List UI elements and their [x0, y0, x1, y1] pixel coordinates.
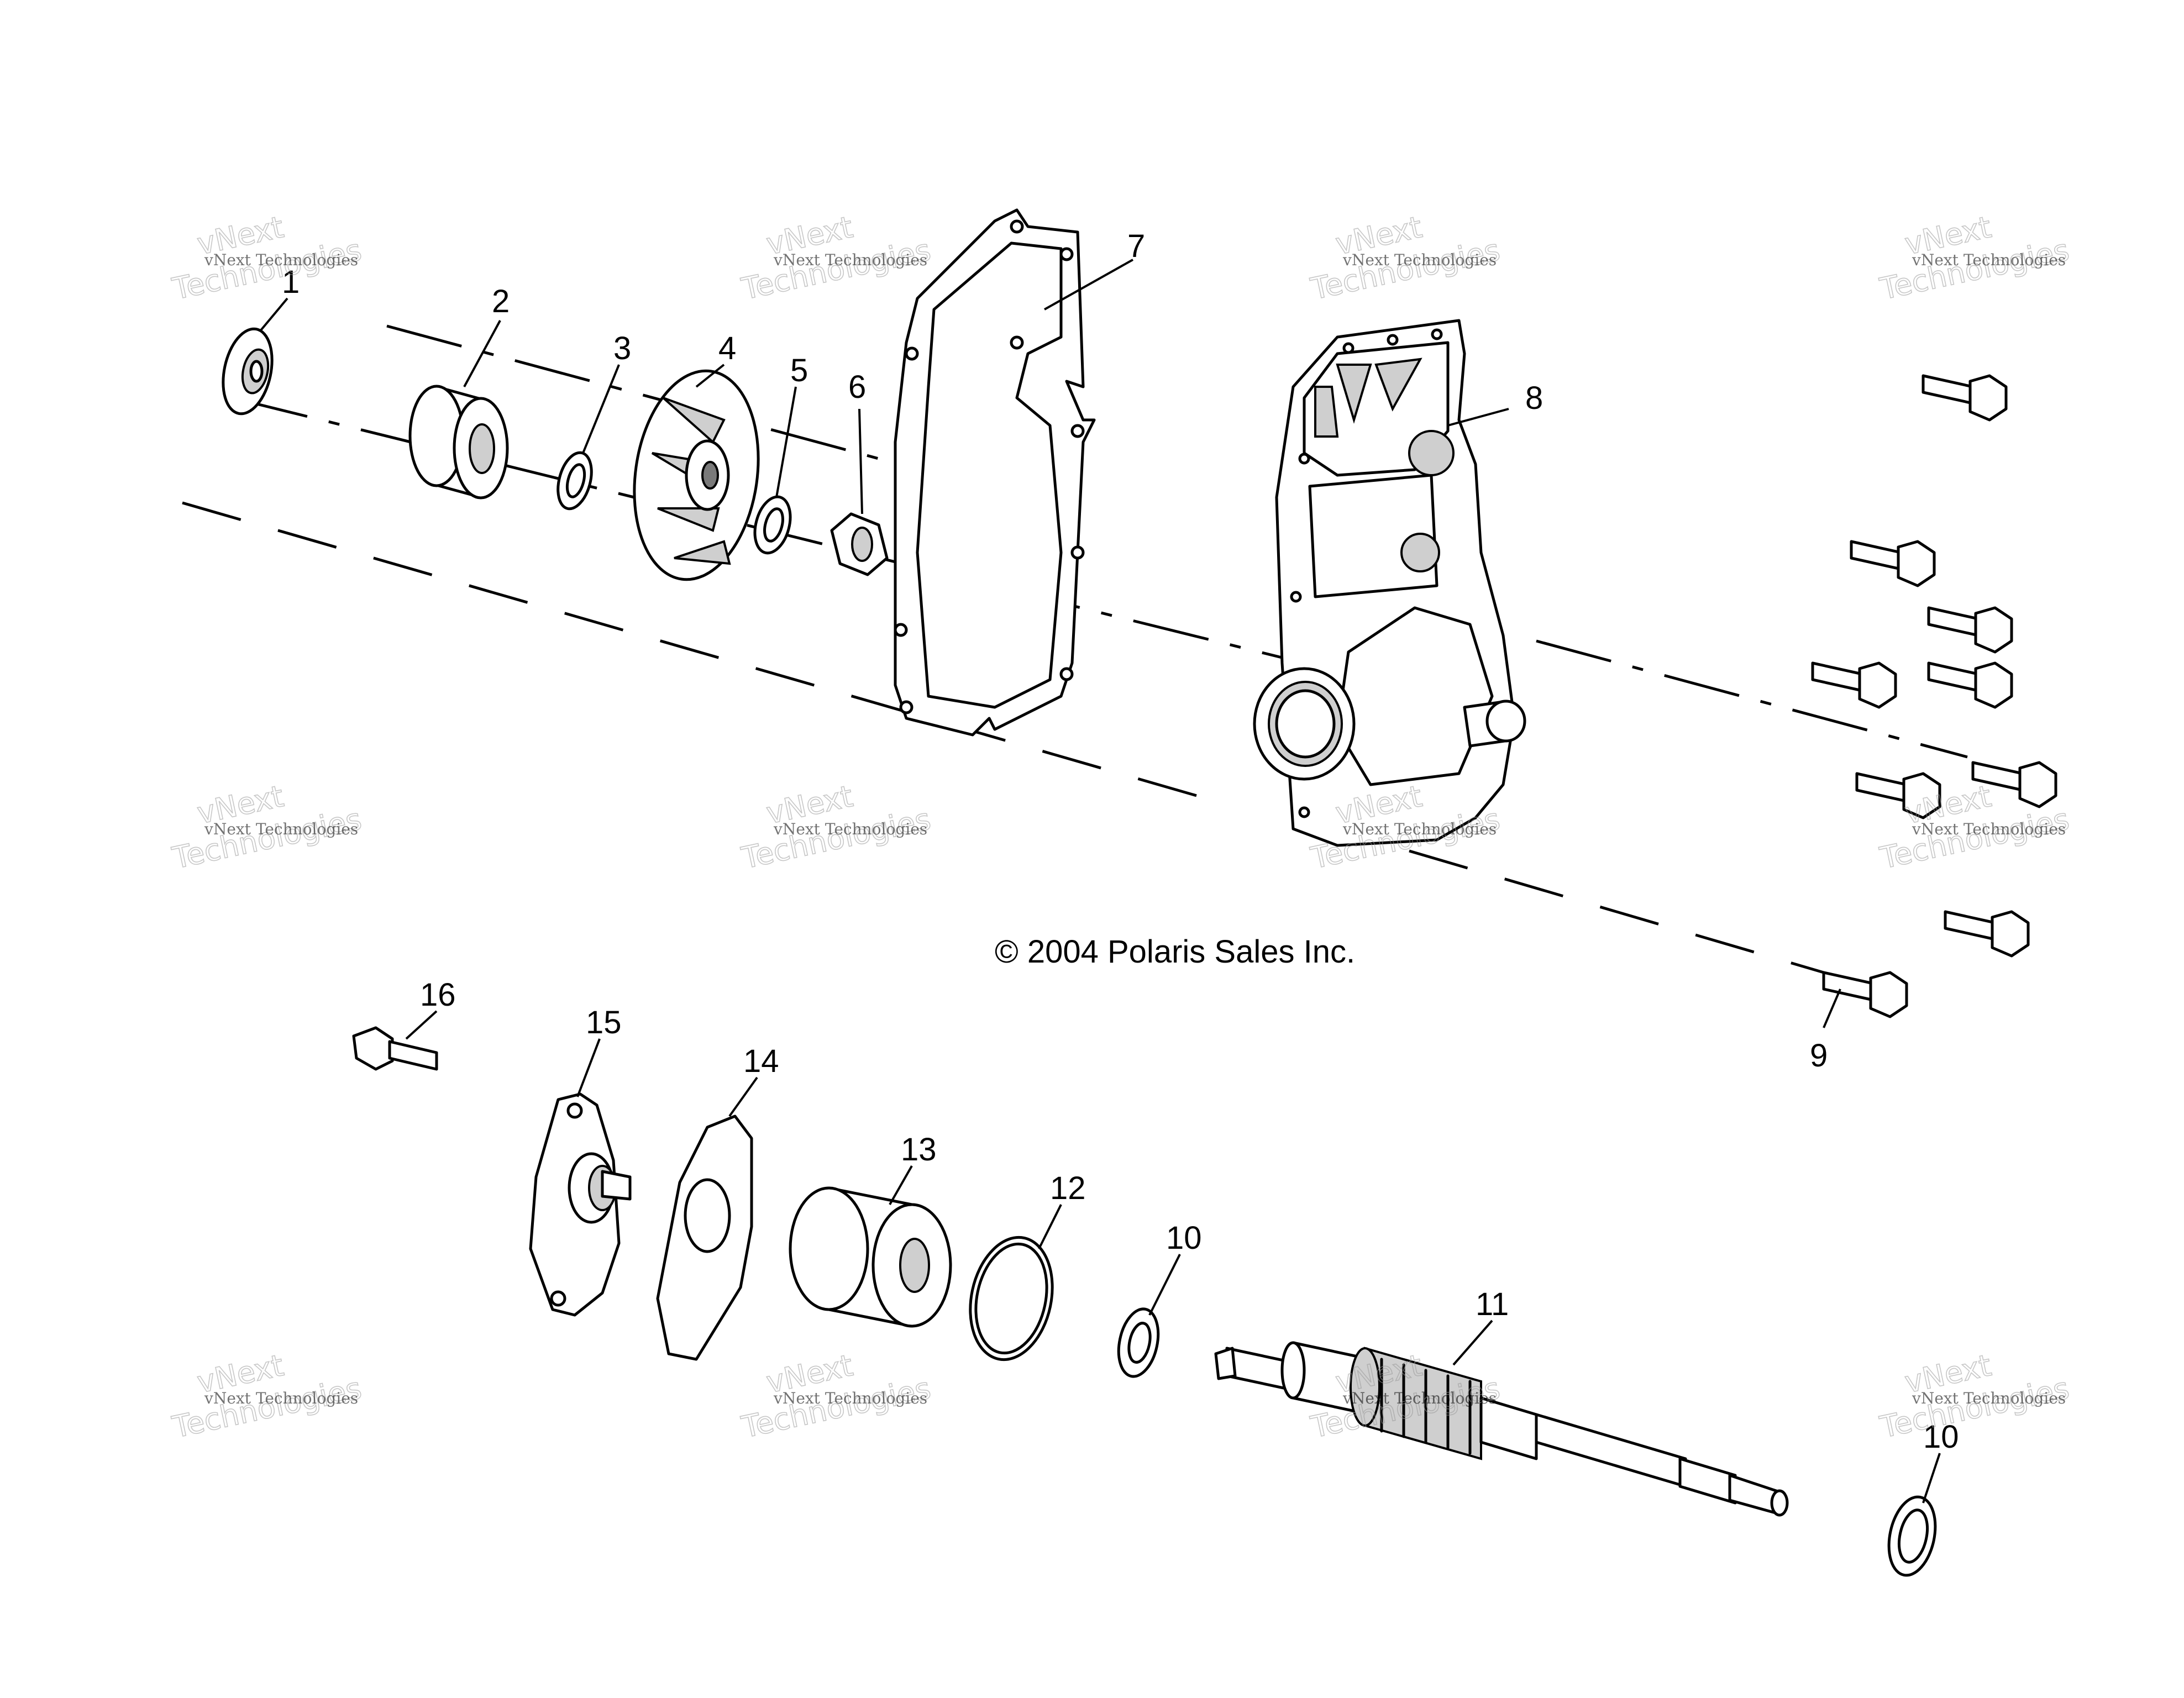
callout-14: 14	[743, 1043, 779, 1079]
svg-text:vNext Technologies: vNext Technologies	[204, 820, 358, 838]
svg-text:vNext Technologies: vNext Technologies	[1342, 820, 1497, 838]
part-3-washer	[556, 451, 593, 511]
svg-text:vNext Technologies: vNext Technologies	[1342, 251, 1497, 269]
svg-text:vNext Technologies: vNext Technologies	[1912, 251, 2066, 269]
part-16-bolt	[352, 1026, 438, 1071]
svg-text:vNext Technologies: vNext Technologies	[204, 1389, 358, 1407]
part-7-gasket	[894, 208, 1096, 737]
part-15-pump-cover	[529, 1092, 632, 1317]
svg-text:vNext Technologies: vNext Technologies	[204, 251, 358, 269]
callout-10-lower: 10	[1923, 1419, 1959, 1455]
watermark: vNext Technologies vNext Technologies	[1307, 1347, 1503, 1445]
part-6-nut	[830, 512, 889, 576]
part-9-bolts	[1811, 374, 2057, 1018]
part-4-impeller	[633, 369, 760, 581]
callout-1: 1	[282, 264, 300, 300]
callout-3: 3	[613, 330, 631, 366]
callout-8: 8	[1525, 380, 1543, 416]
svg-text:vNext Technologies: vNext Technologies	[1912, 820, 2066, 838]
watermark: vNext Technologies vNext Technologies	[738, 209, 934, 307]
callout-12: 12	[1050, 1170, 1086, 1206]
watermark: vNext Technologies vNext Technologies	[1876, 1347, 2072, 1445]
bolt	[1971, 761, 2057, 808]
callout-11: 11	[1476, 1286, 1509, 1322]
bolt	[1822, 971, 1908, 1018]
callout-4: 4	[718, 330, 736, 366]
part-1-seal	[222, 327, 274, 416]
part-5-washer	[753, 495, 792, 555]
watermark: vNext Technologies vNext Technologies	[1876, 209, 2072, 307]
callout-7: 7	[1127, 228, 1145, 264]
svg-text:vNext Technologies: vNext Technologies	[773, 1389, 927, 1407]
callout-9: 9	[1810, 1038, 1828, 1074]
bolt	[1927, 661, 2013, 709]
watermark: vNext Technologies vNext Technologies	[1307, 209, 1503, 307]
copyright-text: © 2004 Polaris Sales Inc.	[995, 934, 1355, 970]
svg-text:vNext Technologies: vNext Technologies	[1342, 1389, 1497, 1407]
part-8-cover-housing	[1253, 319, 1526, 847]
watermark: vNext Technologies vNext Technologies	[169, 209, 365, 307]
watermark: vNext Technologies vNext Technologies	[738, 1347, 934, 1445]
part-10-washer-lower	[1887, 1495, 1937, 1577]
callout-13: 13	[901, 1132, 937, 1168]
callout-16: 16	[420, 977, 456, 1013]
part-11-shaft	[1214, 1341, 1789, 1517]
callout-10: 10	[1166, 1220, 1202, 1256]
watermarks: vNext Technologies vNext Technologies vN…	[169, 209, 2072, 1445]
callout-5: 5	[790, 353, 808, 388]
watermark: vNext Technologies vNext Technologies	[169, 1347, 365, 1445]
callout-2: 2	[492, 283, 510, 319]
part-10-washer	[1117, 1307, 1160, 1378]
bolt	[1850, 540, 1936, 587]
part-12-o-ring	[969, 1236, 1054, 1361]
leader-lines	[259, 259, 1941, 1504]
part-13-bushing	[789, 1186, 952, 1328]
svg-text:vNext Technologies: vNext Technologies	[773, 251, 927, 269]
callout-6: 6	[848, 369, 866, 405]
bolt	[1944, 910, 2030, 958]
svg-text:vNext Technologies: vNext Technologies	[773, 820, 927, 838]
callout-15: 15	[586, 1005, 622, 1040]
bolt	[1855, 772, 1941, 819]
bolt	[1811, 661, 1897, 709]
part-14-gasket	[656, 1115, 753, 1361]
part-2-bearing	[408, 385, 509, 500]
watermark: vNext Technologies vNext Technologies	[169, 778, 365, 876]
callout-labels: 1 2 3 4 5 6 7 8 9 10 11 12 13 14 15 16 1…	[282, 228, 1959, 1455]
bolt	[1927, 606, 2013, 654]
svg-text:vNext Technologies: vNext Technologies	[1912, 1389, 2066, 1407]
bolt	[1922, 374, 2008, 422]
watermark: vNext Technologies vNext Technologies	[738, 778, 934, 876]
